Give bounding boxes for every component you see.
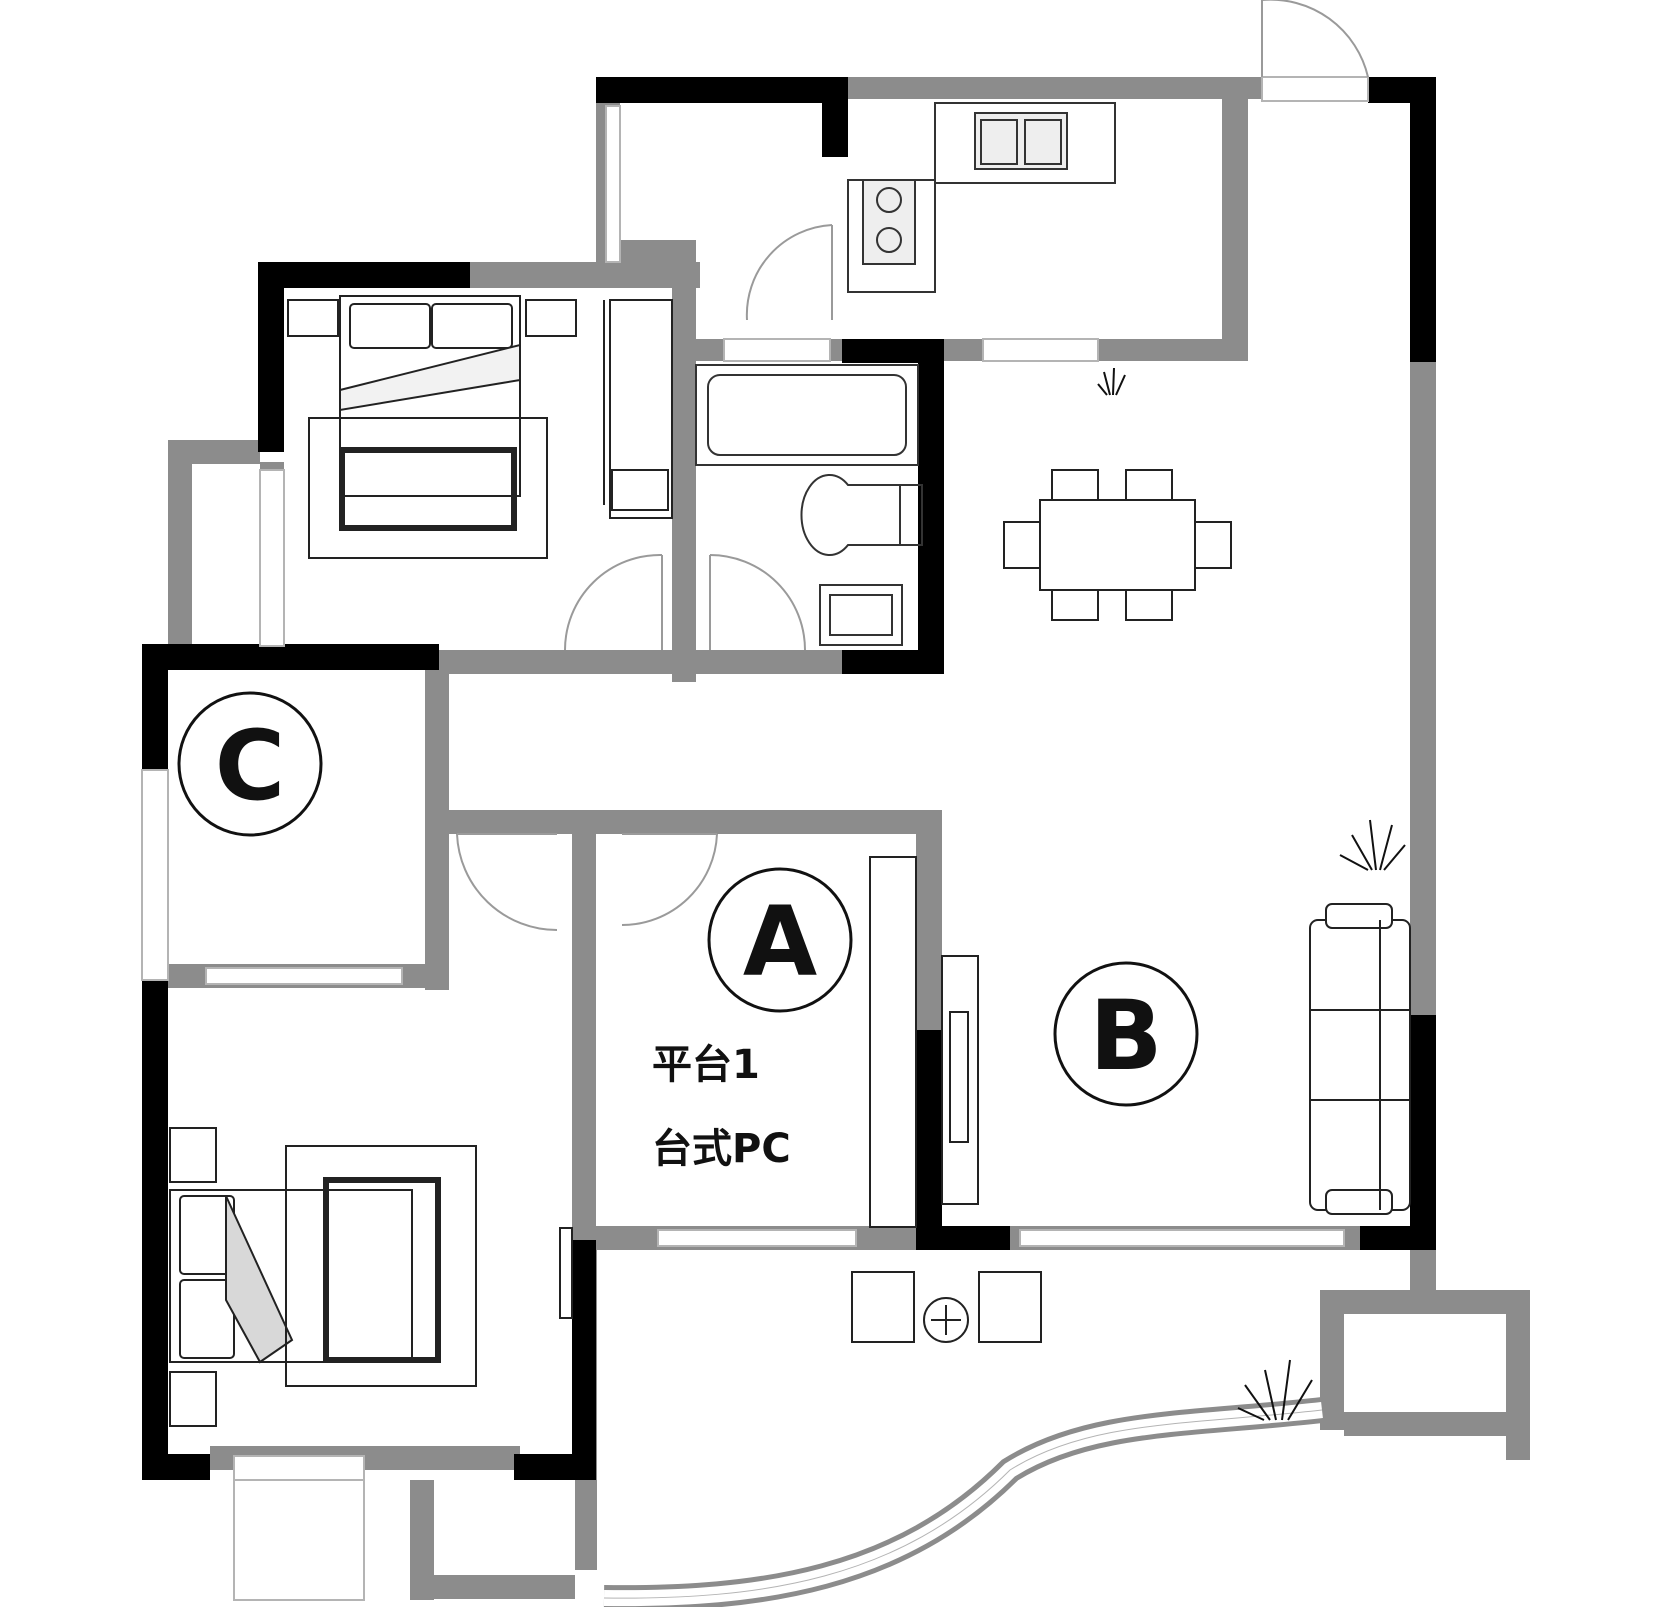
kitchen-fixtures bbox=[847, 102, 1116, 293]
zone-b-circle bbox=[1053, 961, 1199, 1107]
zone-c-circle bbox=[177, 691, 323, 837]
platform-label: 平台1 bbox=[652, 1042, 760, 1088]
bay-window bbox=[603, 1397, 1324, 1607]
stove bbox=[862, 179, 916, 265]
plant-icon bbox=[1097, 367, 1126, 396]
zone-a-marker: A bbox=[707, 867, 853, 1013]
zone-b-marker: B bbox=[1053, 961, 1199, 1107]
plant-icon bbox=[1237, 1359, 1313, 1421]
plant-icon bbox=[1339, 819, 1406, 871]
bedroom-bottom-furniture bbox=[169, 1127, 573, 1427]
balcony-chair-right bbox=[978, 1271, 1042, 1343]
windows bbox=[141, 76, 1369, 1601]
zone-a-letter: A bbox=[743, 886, 817, 998]
sink bbox=[974, 112, 1068, 170]
zone-c-marker: C bbox=[177, 691, 323, 837]
kitchen-counter bbox=[934, 102, 1116, 184]
dining-set bbox=[1003, 469, 1232, 621]
zone-b-letter: B bbox=[1089, 980, 1162, 1092]
washbasin bbox=[819, 584, 903, 646]
living-room-furniture bbox=[851, 856, 1411, 1343]
nightstand-right bbox=[525, 299, 577, 337]
wardrobe-top bbox=[609, 299, 673, 519]
doors bbox=[456, 0, 1369, 932]
nightstand-lower bbox=[169, 1371, 217, 1427]
gray-walls bbox=[168, 77, 1530, 1600]
plants bbox=[1097, 367, 1406, 1421]
rug-top-outer bbox=[308, 417, 548, 559]
sofa bbox=[1309, 919, 1411, 1211]
toilet bbox=[800, 474, 901, 556]
tv-cabinet-left bbox=[869, 856, 917, 1228]
wardrobe-bottom bbox=[559, 1227, 573, 1319]
bathtub bbox=[695, 364, 919, 466]
structural-walls bbox=[142, 77, 1436, 1480]
dining-table bbox=[1039, 499, 1196, 591]
balcony-chair-left bbox=[851, 1271, 915, 1343]
bathroom-fixtures bbox=[695, 364, 923, 646]
zone-a-circle bbox=[707, 867, 853, 1013]
bedroom-top-furniture bbox=[287, 295, 673, 559]
nightstand-left bbox=[287, 299, 339, 337]
rug-bottom-inner bbox=[323, 1177, 441, 1363]
zone-c-letter: C bbox=[215, 710, 285, 822]
bed-bottom bbox=[169, 1189, 413, 1363]
tv bbox=[949, 1011, 969, 1143]
rug-top-inner bbox=[339, 447, 517, 531]
device-label: 台式PC bbox=[652, 1126, 791, 1172]
nightstand-upper bbox=[169, 1127, 217, 1183]
rug-bottom-outer bbox=[285, 1145, 477, 1387]
